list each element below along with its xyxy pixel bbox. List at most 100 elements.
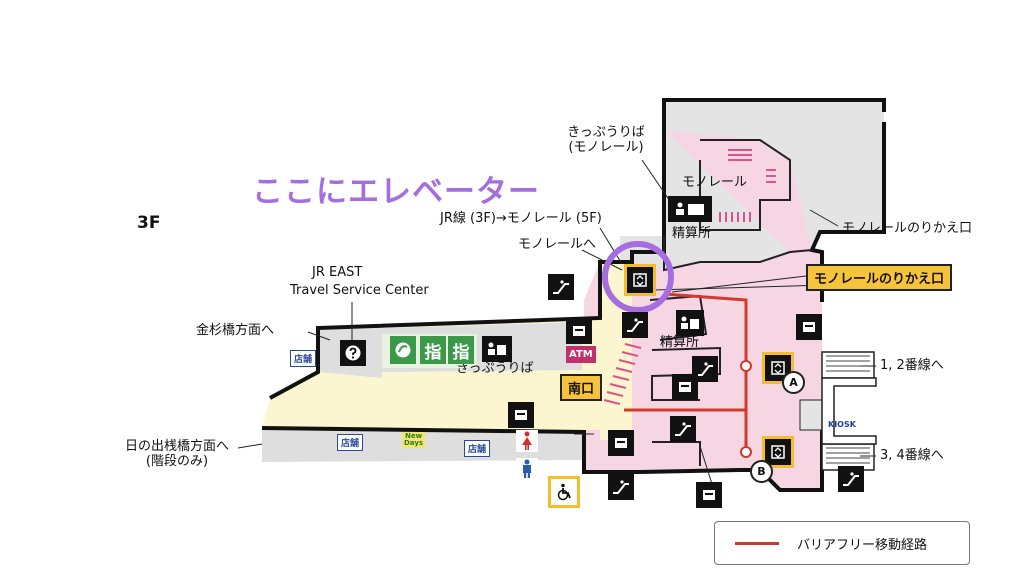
elevator-callout: ここにエレベーター [252,174,540,210]
elevator-highlight-circle [602,241,674,313]
wheelchair-glyph [557,483,571,501]
ticket-jr-label: きっぷうりば [456,361,534,376]
escalator-icon [838,466,864,492]
ticket-machine-glyph [679,382,691,392]
escalator-glyph [613,480,629,494]
to-hinode-line2: (階段のみ) [145,453,209,469]
ticket-machine-icon [508,402,534,428]
to-tracks-12-label: 1, 2番線へ [880,358,944,373]
wheelchair-icon [548,476,580,508]
escalator-glyph [697,362,713,376]
elevator-glyph [633,273,647,287]
ticket-machine-icon [608,430,634,456]
ticket-machine-glyph [515,410,527,420]
center-island [821,377,877,445]
men-glyph [523,459,531,478]
outer-wall-top [269,98,886,400]
newdays-logo: New Days [402,432,426,448]
south-exit-box: 南口 [560,374,603,401]
point-a-marker: A [782,371,805,394]
newdays-line1: New [404,432,423,440]
reserved-seat-icon: 指 [420,336,446,364]
ticket-monorail-label: きっぷうりば (モノレール) [556,125,656,156]
elevator-glyph [771,445,785,459]
inner-wall-1 [663,236,813,272]
escalator-icon [608,474,634,500]
ticket-monorail-line2: (モノレール) [568,139,644,155]
jr-ticket-office-glyph [488,342,506,355]
ticket-machine-glyph [573,326,585,336]
elevator-icon [762,352,794,384]
info-glyph [345,345,361,361]
escalator-glyph [843,472,859,486]
stair-steps-12 [826,355,870,372]
ticket-machine-icon [566,318,592,344]
restroom-women-icon [516,430,538,452]
jr-east-label-line2: Travel Service Center [290,283,429,298]
ticket-machine-glyph [803,322,815,332]
reserved-seat-icon: 指 [448,336,474,364]
newdays-line2: Days [404,439,424,447]
to-tracks-34-label: 3, 4番線へ [880,448,944,463]
ticket-machine-icon [672,374,698,400]
escalator-icon [622,312,648,338]
magenta-stairs [603,149,776,405]
elevator-icon [762,436,794,468]
monorail-transfer-box: モノレールのりかえ口 [806,264,953,291]
kiosk-label: KIOSK [828,420,856,429]
ticket-machine-icon [696,482,722,508]
restroom-men-icon [516,458,538,480]
atm-sign: ATM [566,346,596,363]
monorail-transfer-label: モノレールのりかえ口 [842,221,973,236]
fare-adjust-glyph [681,316,699,329]
green-window-glyph [395,342,411,358]
jr-east-label-line1: JR EAST [312,265,363,280]
jr-ticket-office-icon [482,336,512,362]
escalator-glyph [627,318,643,332]
inner-wall-5 [652,441,701,466]
elevator-icon [624,264,656,296]
fare-adjust-icon [676,310,704,336]
question-info-icon [340,340,366,366]
escalator-icon [670,416,696,442]
women-glyph [522,431,532,450]
floor-label: 3F [137,213,161,233]
outer-wall-right [809,122,886,302]
monorail-area-label: モノレール [682,175,748,190]
barrier-free-route [663,292,748,452]
to-hinode-line1: 日の出桟橋方面へ [124,439,229,454]
legend-route-swatch [735,542,779,545]
jr-to-monorail-label: JR線 (3F)→モノレール (5F) [440,211,602,226]
green-window-icon [390,336,416,364]
ticket-monorail-line1: きっぷうりば [567,125,645,140]
escalator-glyph [675,422,691,436]
fare-adjust-glyph [676,202,704,215]
route-node-upper [740,360,752,372]
outer-wall-bottom [261,420,824,492]
fare-adjust-icon [668,196,712,222]
shop-tag-2: 店舗 [337,434,364,451]
legend-route-label: バリアフリー移動経路 [797,538,928,553]
route-node-lower [740,446,752,458]
ticket-machine-glyph [703,490,715,500]
escalator-glyph [553,280,569,294]
stair-steps-34 [826,447,870,464]
map-legend: バリアフリー移動経路 [714,521,970,565]
kiosk-block [799,399,823,431]
point-b-marker: B [750,460,773,483]
shop-tag-1: 店舗 [290,350,317,367]
elevator-glyph [771,361,785,375]
shop-tag-3: 店舗 [464,440,491,457]
ticket-machine-glyph [615,438,627,448]
ticket-machine-icon [796,314,822,340]
to-monorail-label: モノレールへ [518,237,597,252]
inner-wall-2 [699,139,791,231]
to-kanasugi-label: 金杉橋方面へ [196,323,275,338]
escalator-icon [548,274,574,300]
fare-adjust-mid-label: 精算所 [660,335,700,350]
fare-adjust-top-label: 精算所 [672,226,712,241]
monorail-transfer-leader [671,275,807,293]
to-hinode-label: 日の出桟橋方面へ (階段のみ) [112,439,242,470]
